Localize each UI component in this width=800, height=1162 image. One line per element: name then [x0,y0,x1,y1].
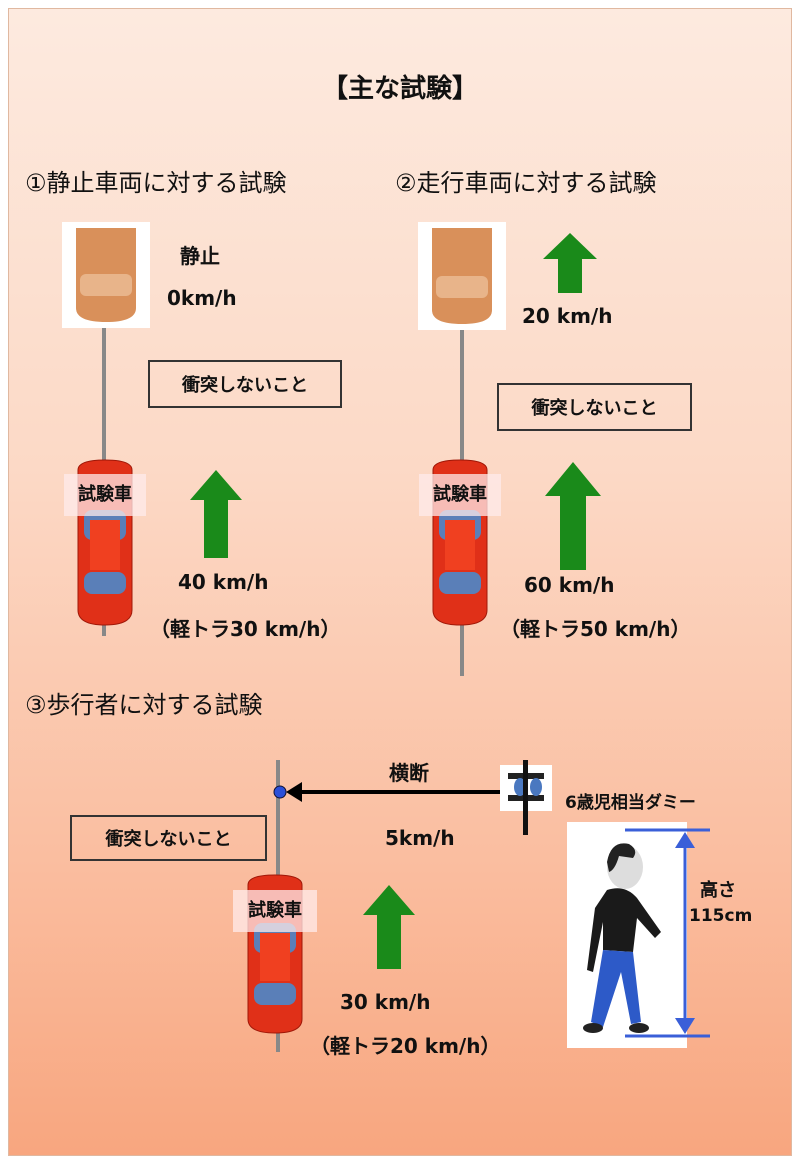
kei-truck-speed: （軽トラ50 km/h） [500,617,691,641]
target-car-icon [62,222,150,328]
crossing-arrow-icon [273,782,522,802]
target-state: 静止 [180,244,220,268]
kei-truck-speed: （軽トラ30 km/h） [150,617,341,641]
target-car-icon [418,222,506,330]
pedestrian-dummy-icon [500,760,552,835]
condition-box: 衝突しないこと [70,815,267,861]
condition-box: 衝突しないこと [497,383,692,431]
target-speed: 20 km/h [522,304,613,328]
height-value: 115cm [689,906,753,926]
test-car-label: 試験車 [233,890,317,932]
speed-arrow-icon [190,470,242,558]
test-car-label: 試験車 [64,474,146,516]
test-speed: 60 km/h [524,573,615,597]
section-2-heading: ②走行車両に対する試験 [395,169,657,197]
test-car-label: 試験車 [419,474,501,516]
speed-arrow-icon [545,462,601,570]
section-3-heading: ③歩行者に対する試験 [25,691,263,719]
speed-arrow-icon [363,885,415,969]
pedestrian-speed: 5km/h [385,826,455,850]
section-1-heading: ①静止車両に対する試験 [25,169,287,197]
kei-truck-speed: （軽トラ20 km/h） [310,1034,501,1058]
test-speed: 40 km/h [178,570,269,594]
height-label: 高さ [700,880,736,901]
target-speed-arrow-icon [543,233,597,293]
test-speed: 30 km/h [340,990,431,1014]
crossing-label: 横断 [389,761,429,785]
target-speed: 0km/h [167,286,237,310]
page-title: 【主な試験】 [321,74,478,104]
dummy-label: 6歳児相当ダミー [565,793,696,813]
child-dummy-image [567,822,710,1048]
condition-box: 衝突しないこと [148,360,342,408]
